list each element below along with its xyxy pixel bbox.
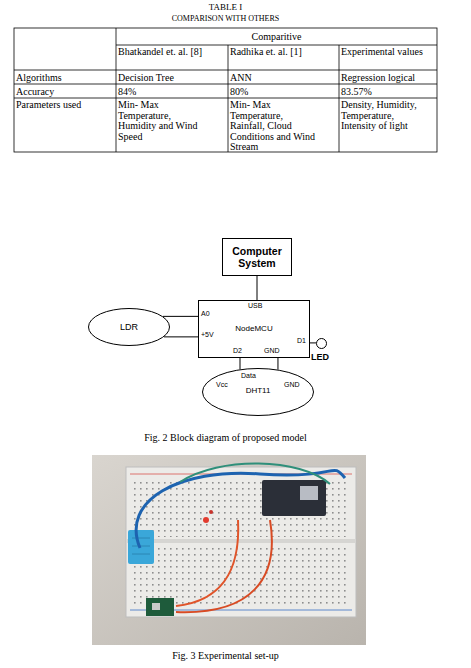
dht11-ellipse: DHT11 [202,368,314,416]
table-cell: Accuracy [16,86,114,97]
wire-connector [310,342,316,343]
table-cell: Comparitive [116,31,437,42]
led-circle-outline [316,338,327,349]
sensor-grille [132,538,150,539]
wire-connector [257,276,258,300]
sensor-grille [132,546,150,547]
pin-name: Data [241,372,271,380]
photo-background [92,455,366,645]
table-rule [14,84,437,85]
wifi-module [300,486,318,500]
led-label: LED [311,352,329,362]
pin-name: GND [264,347,294,355]
table-rule [339,45,340,152]
jumper-wire [176,520,272,612]
table-rule [14,70,437,71]
pin-name: +5V [201,331,231,339]
table-cell: Regression logical [341,72,436,83]
led-bulb [209,510,213,514]
table-cell: 83.57% [341,86,436,97]
led-circle-shape [317,339,327,349]
table-cell: Radhika et. al. [1] [230,46,335,57]
ldr-component [152,603,160,610]
table-rule [116,28,117,152]
table-rule [228,45,229,152]
wire-connector [164,336,198,337]
pin-name: A0 [201,310,231,318]
box-label: NodeMCU [235,324,272,333]
wire-connector [277,358,278,370]
nodemcu-board [262,480,326,516]
led-bulb [203,517,209,523]
sensor-label: DHT11 [246,386,271,395]
table-cell: 80% [230,86,337,97]
pin-name: D2 [233,347,263,355]
table-cell: Parameters used [16,100,114,111]
jumper-wire [176,520,238,606]
table-cell: Experimental values [341,46,436,57]
breadboard-channel [126,539,356,543]
pin-name: D1 [297,337,327,345]
pin-name: GND [284,381,314,389]
pin-name: Vcc [216,381,246,389]
table-rule [116,45,437,46]
ldr-module [146,598,174,616]
sensor-grille [132,554,150,555]
jumper-wire [180,463,330,484]
table-cell: Algorithms [16,72,114,83]
breadboard [126,467,356,617]
table-title: TABLE I [14,3,437,13]
ldr-ellipse-shape [89,309,170,346]
figure-caption: Fig. 3 Experimental set-up [14,650,437,661]
usb-cable [136,470,345,548]
ldr-ellipse: LDR [88,308,170,346]
figure-caption: Fig. 2 Block diagram of proposed model [14,432,437,443]
computer-box: Computer System [222,238,292,276]
wire-connector [240,358,241,369]
breadboard-holes [134,545,348,605]
dht11-ellipse-shape [203,369,314,416]
sensor-label: LDR [120,322,138,332]
table-cell: 84% [118,86,226,97]
table-subtitle: COMPARISON WITH OTHERS [14,15,437,24]
wire-connector [163,316,198,317]
table-cell: Bhatkandel et. al. [8] [118,46,206,57]
table-cell: Density, Humidity, Temperature, Intensit… [341,100,431,132]
table-cell: Decision Tree [118,72,226,83]
table-border [14,28,437,152]
table-cell: Min- Max Temperature, Rainfall, Cloud Co… [230,100,315,153]
pin-name: USB [248,302,278,310]
table-cell: Min- Max Temperature, Humidity and Wind … [118,100,203,142]
table-cell: ANN [230,72,337,83]
box-label: Computer System [223,245,291,269]
table-rule [14,98,437,99]
led-circle: LED [316,338,327,349]
